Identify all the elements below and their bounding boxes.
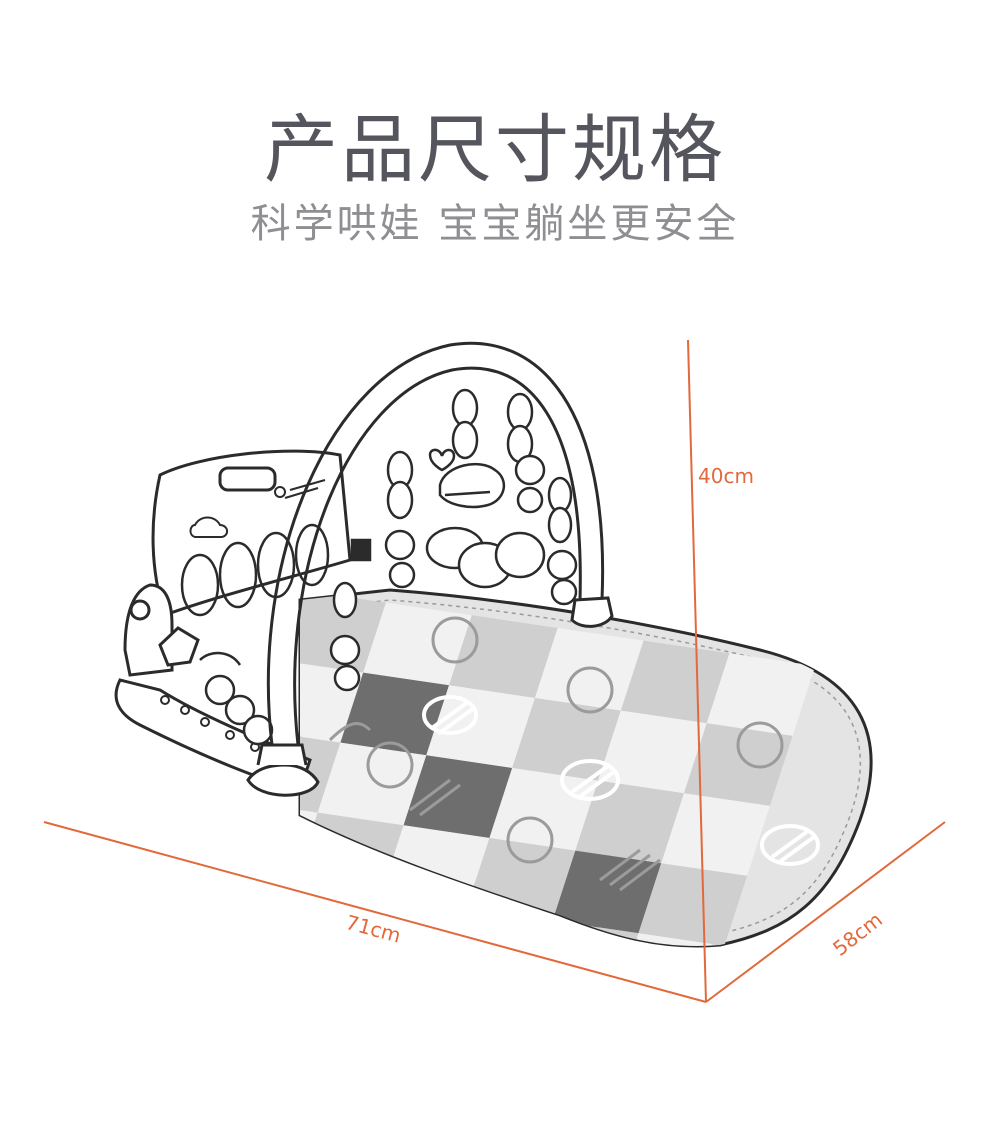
width-dimension-label: 58cm <box>828 907 887 960</box>
play-arch <box>246 341 614 797</box>
piano-panel <box>151 449 352 617</box>
dimension-lines <box>43 339 946 1003</box>
page-title: 产品尺寸规格 <box>264 107 726 193</box>
play-mat <box>298 588 873 948</box>
height-dimension-line <box>687 339 707 1003</box>
height-dimension-label: 40cm <box>698 464 754 488</box>
length-dimension-label: 71cm <box>343 910 403 948</box>
hanging-toys <box>329 388 578 692</box>
width-dimension-line <box>705 821 946 1003</box>
length-dimension-line <box>43 821 707 1003</box>
page-subtitle: 科学哄娃 宝宝躺坐更安全 <box>250 201 740 247</box>
